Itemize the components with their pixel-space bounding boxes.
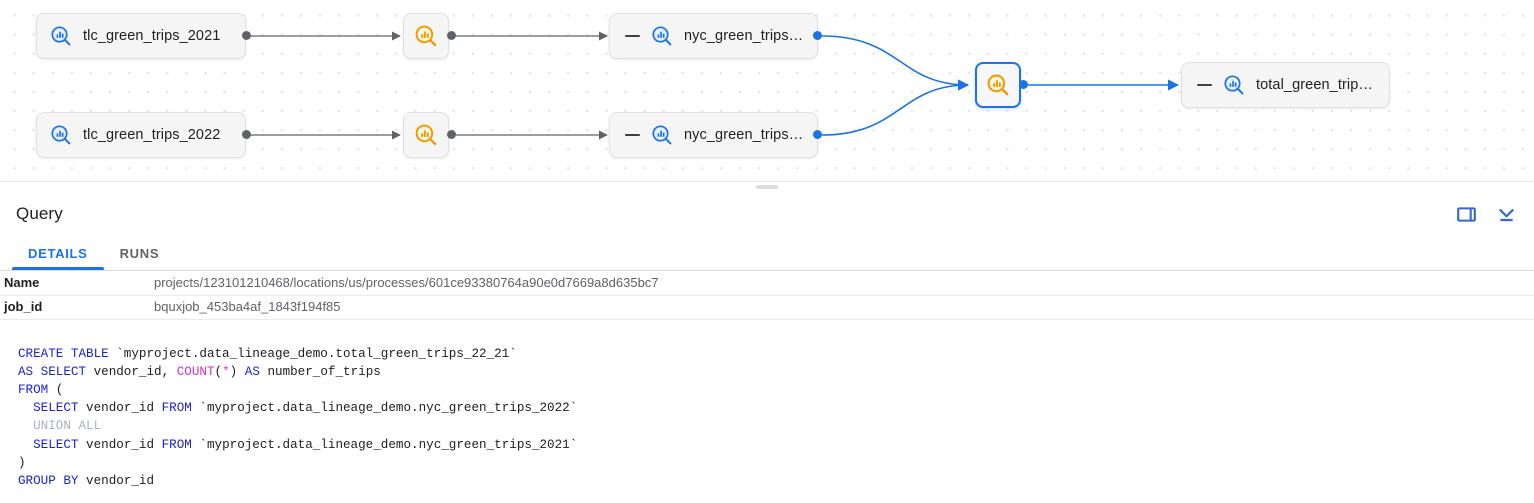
tab-runs[interactable]: RUNS (119, 245, 160, 261)
process-details-table: Name projects/123101210468/locations/us/… (0, 271, 1534, 320)
lineage-node-label: nyc_green_trips… (684, 127, 803, 143)
sql-query-text: CREATE TABLE `myproject.data_lineage_dem… (0, 345, 1534, 491)
sql-line: SELECT vendor_id FROM `myproject.data_li… (33, 437, 578, 452)
sql-line: ) (18, 455, 26, 470)
split-pane-icon[interactable] (1454, 202, 1478, 226)
lineage-process-node-top[interactable] (403, 13, 449, 59)
lineage-node-nyc-green-trips-top[interactable]: nyc_green_trips… (609, 13, 818, 59)
panel-resize-splitter[interactable] (0, 181, 1534, 192)
sql-line: AS SELECT vendor_id, COUNT(*) AS number_… (18, 364, 381, 379)
process-search-icon (413, 23, 439, 49)
lineage-graph-canvas[interactable]: tlc_green_trips_2021 tlc_green_trips_202… (0, 0, 1534, 181)
lineage-process-node-bottom[interactable] (403, 112, 449, 158)
node-output-connector[interactable] (242, 31, 251, 40)
table-search-icon (650, 123, 674, 147)
table-search-icon (49, 123, 73, 147)
collapse-node-button[interactable] (622, 26, 642, 46)
table-row: job_id bquxjob_453ba4af_1843f194f85 (0, 295, 1534, 320)
sql-line: SELECT vendor_id FROM `myproject.data_li… (33, 401, 578, 416)
table-search-icon (49, 24, 73, 48)
query-panel-tabs: DETAILS RUNS (0, 236, 1534, 271)
node-output-connector[interactable] (1019, 80, 1028, 89)
lineage-node-label: total_green_trip… (1256, 77, 1373, 93)
query-panel-header: Query (0, 192, 1534, 236)
node-output-connector[interactable] (813, 31, 822, 40)
detail-value: projects/123101210468/locations/us/proce… (154, 271, 1534, 296)
lineage-node-tlc-green-trips-2021[interactable]: tlc_green_trips_2021 (36, 13, 246, 59)
splitter-grip[interactable] (756, 185, 778, 189)
lineage-node-nyc-green-trips-bottom[interactable]: nyc_green_trips… (609, 112, 818, 158)
lineage-node-label: nyc_green_trips… (684, 28, 803, 44)
collapse-panel-icon[interactable] (1494, 202, 1518, 226)
node-output-connector[interactable] (447, 31, 456, 40)
lineage-node-total-green-trips[interactable]: total_green_trip… (1181, 62, 1390, 108)
detail-value: bquxjob_453ba4af_1843f194f85 (154, 295, 1534, 320)
collapse-node-button[interactable] (622, 125, 642, 145)
panel-header-actions (1454, 202, 1518, 226)
table-row: Name projects/123101210468/locations/us/… (0, 271, 1534, 296)
process-search-icon (985, 72, 1011, 98)
node-output-connector[interactable] (242, 130, 251, 139)
node-output-connector[interactable] (813, 130, 822, 139)
detail-key: Name (0, 271, 154, 296)
table-search-icon (650, 24, 674, 48)
sql-line: UNION ALL (33, 419, 102, 434)
table-search-icon (1222, 73, 1246, 97)
sql-line: FROM ( (18, 382, 64, 397)
tab-details[interactable]: DETAILS (12, 236, 104, 270)
detail-key: job_id (0, 295, 154, 320)
lineage-node-tlc-green-trips-2022[interactable]: tlc_green_trips_2022 (36, 112, 246, 158)
lineage-process-node-selected[interactable] (975, 62, 1021, 108)
process-search-icon (413, 122, 439, 148)
sql-line: CREATE TABLE `myproject.data_lineage_dem… (18, 346, 517, 361)
lineage-node-label: tlc_green_trips_2022 (83, 127, 221, 143)
panel-title: Query (16, 204, 63, 223)
sql-line: GROUP BY vendor_id (18, 473, 155, 488)
lineage-node-label: tlc_green_trips_2021 (83, 28, 221, 44)
collapse-node-button[interactable] (1194, 75, 1214, 95)
node-output-connector[interactable] (447, 130, 456, 139)
